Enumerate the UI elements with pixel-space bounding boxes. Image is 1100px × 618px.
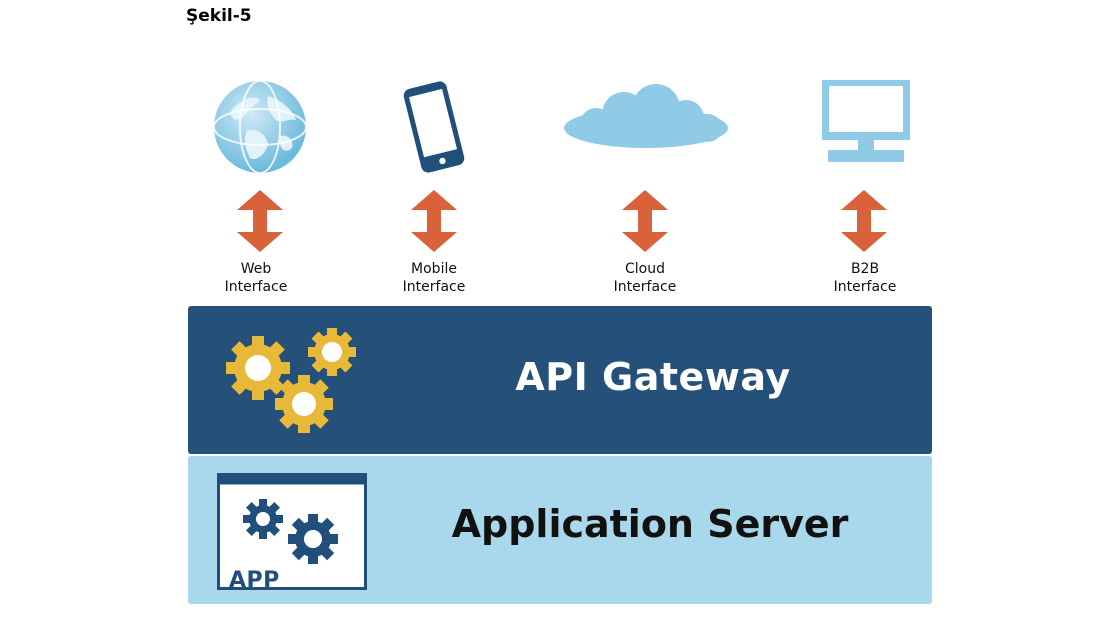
mobile-interface-label-line2: Interface xyxy=(402,279,466,295)
figure-label: Şekil-5 xyxy=(186,6,252,26)
mobile-phone-icon xyxy=(396,80,472,174)
mobile-interface-label: Mobile Interface xyxy=(359,260,509,296)
b2b-interface-label: B2B Interface xyxy=(790,260,940,296)
cloud-interface-label: Cloud Interface xyxy=(570,260,720,296)
web-interface-label-line2: Interface xyxy=(224,279,288,295)
gears-icon xyxy=(220,324,370,440)
b2b-interface-label-line2: Interface xyxy=(833,279,897,295)
b2b-interface-label-line1: B2B xyxy=(850,261,880,277)
api-gateway-band: API Gateway xyxy=(188,306,932,454)
cloud-icon xyxy=(560,84,732,156)
globe-icon xyxy=(210,78,310,176)
web-arrow-icon xyxy=(237,190,283,256)
web-interface-label: Web Interface xyxy=(181,260,331,296)
cloud-arrow-icon xyxy=(622,190,668,256)
b2b-arrow-icon xyxy=(841,190,887,256)
web-interface-label-line1: Web xyxy=(240,261,272,277)
app-window-icon: APP xyxy=(217,473,367,593)
cloud-interface-label-line2: Interface xyxy=(613,279,677,295)
desktop-monitor-icon xyxy=(820,80,912,172)
mobile-interface-label-line1: Mobile xyxy=(411,261,457,277)
application-server-title: Application Server xyxy=(451,502,849,546)
cloud-interface-label-line1: Cloud xyxy=(625,261,665,277)
application-server-band: APP Application Server xyxy=(188,456,932,604)
mobile-arrow-icon xyxy=(411,190,457,256)
api-gateway-title: API Gateway xyxy=(515,355,791,399)
app-label: APP xyxy=(229,568,280,593)
